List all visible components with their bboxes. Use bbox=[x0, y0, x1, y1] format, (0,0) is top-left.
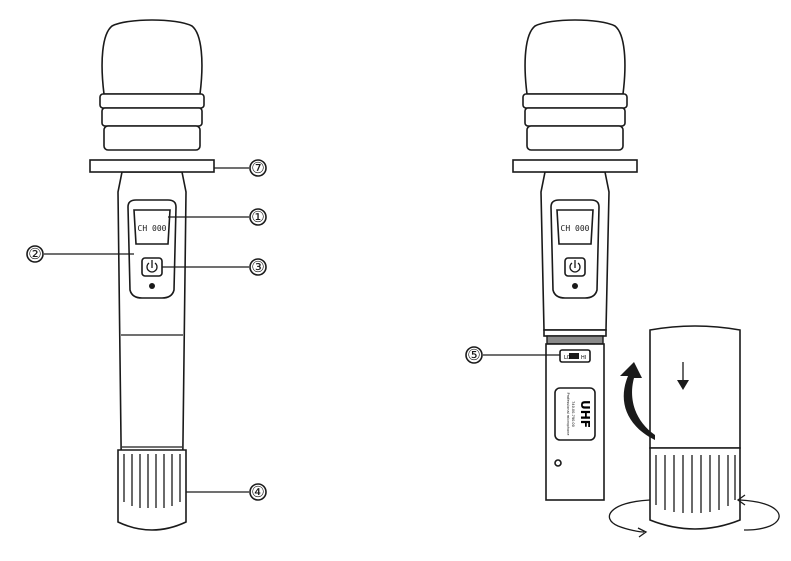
microphone-battery-view: CH 000 LO HI UHF 740.00-790.00 Professio… bbox=[512, 19, 638, 501]
callout-1: ① bbox=[251, 208, 264, 226]
callouts-left: ⑦ ① ② ③ ④ bbox=[26, 159, 267, 501]
grip-knurl bbox=[123, 454, 181, 508]
rotate-arrows-icon bbox=[608, 494, 780, 538]
callout-5: ⑤ bbox=[467, 346, 480, 364]
svg-text:HI: HI bbox=[581, 355, 586, 361]
battery-label bbox=[554, 387, 596, 441]
microphone-front-view: CH 000 bbox=[89, 19, 215, 531]
battery-sleeve bbox=[608, 325, 780, 538]
svg-text:Professional microphone: Professional microphone bbox=[566, 393, 570, 436]
display-panel bbox=[127, 199, 177, 299]
lcd-display: CH 000 bbox=[138, 224, 167, 233]
down-arrow-icon bbox=[677, 362, 689, 390]
curved-arrow-icon bbox=[620, 362, 655, 440]
callout-4: ④ bbox=[251, 483, 264, 501]
svg-text:LO: LO bbox=[564, 355, 571, 361]
callout-3: ③ bbox=[251, 258, 264, 276]
svg-text:UHF: UHF bbox=[578, 400, 592, 428]
svg-text:740.00-790.00: 740.00-790.00 bbox=[571, 401, 575, 427]
callout-2: ② bbox=[28, 245, 41, 263]
callout-7: ⑦ bbox=[251, 159, 264, 177]
lcd-display: CH 000 bbox=[561, 224, 590, 233]
